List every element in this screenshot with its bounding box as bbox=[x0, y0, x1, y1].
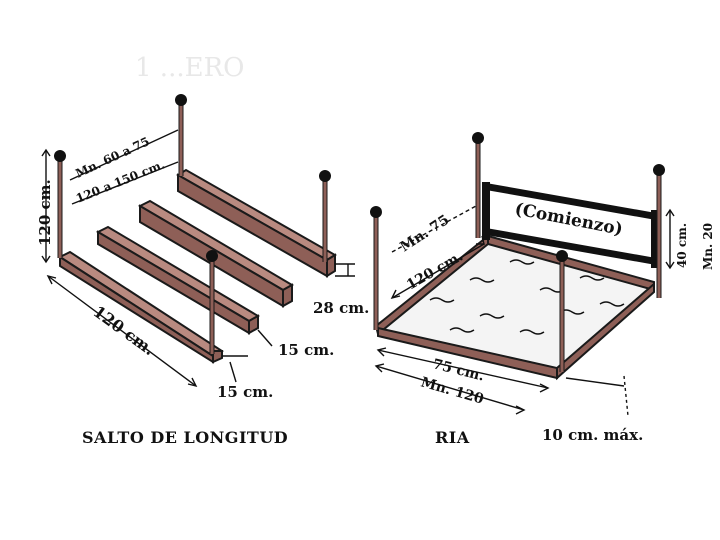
water-surface bbox=[380, 240, 654, 370]
ria-pole-back-left bbox=[472, 132, 484, 238]
pole-knob-icon bbox=[206, 250, 218, 262]
long-jump-board-back bbox=[176, 168, 337, 278]
width-15a-label: 15 cm. bbox=[278, 341, 334, 359]
pole-knob-icon bbox=[370, 206, 382, 218]
pole-knob-icon bbox=[472, 132, 484, 144]
pole-knob-icon bbox=[175, 94, 187, 106]
max-10-label: 10 cm. máx. bbox=[542, 426, 643, 444]
long-jump-pole-back bbox=[175, 94, 187, 176]
pole-knob-icon bbox=[54, 150, 66, 162]
height-120-label: 120 cm. bbox=[36, 179, 54, 246]
width-15b-label: 15 cm. bbox=[217, 383, 273, 401]
ria-pole-front-left bbox=[370, 206, 382, 330]
ria-board-right bbox=[556, 281, 655, 381]
long-jump-caption: SALTO DE LONGITUD bbox=[82, 428, 288, 447]
height-28-label: 28 cm. bbox=[313, 299, 369, 317]
pole-knob-icon bbox=[319, 170, 331, 182]
ghost-header-text: 1 ...ERO bbox=[135, 53, 244, 83]
ria-figure: (Comienzo) Mn. 75 120 cm. 40 cm. Mn. 20 … bbox=[370, 132, 715, 447]
long-jump-board-front bbox=[57, 250, 224, 364]
ria-caption: RIA bbox=[435, 428, 470, 447]
long-jump-dimensions bbox=[41, 129, 355, 388]
ria-pole-front-right bbox=[556, 250, 568, 372]
height-40-label: 40 cm. bbox=[675, 223, 689, 268]
long-jump-pole-right bbox=[319, 170, 331, 262]
ria-start-hurdle bbox=[482, 182, 660, 268]
pole-knob-icon bbox=[653, 164, 665, 176]
mn-75-label: Mn. 75 bbox=[397, 212, 452, 255]
long-jump-pole-front bbox=[206, 250, 218, 354]
mn-20-label: Mn. 20 bbox=[701, 223, 715, 270]
long-jump-figure: 120 cm. Mn. 60 a 75 120 a 150 cm. 120 cm… bbox=[36, 94, 369, 447]
long-jump-pole-left bbox=[54, 150, 66, 258]
ria-pole-back-right bbox=[653, 164, 665, 298]
ria-dimensions bbox=[374, 205, 675, 417]
ria-frame bbox=[374, 233, 655, 381]
pole-knob-icon bbox=[556, 250, 568, 262]
